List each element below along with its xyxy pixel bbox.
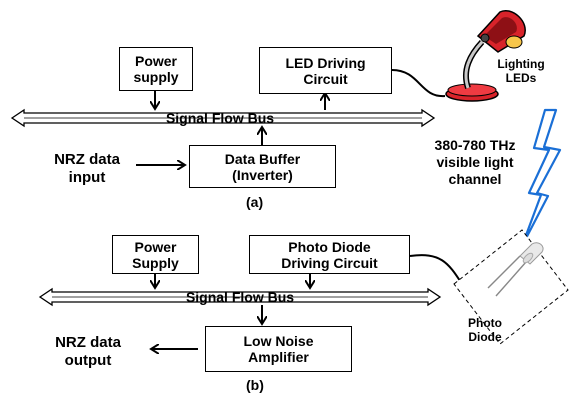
visible-light-channel-label: 380-780 THz visible light channel [434,137,516,187]
caption-b: (b) [246,377,264,393]
signal-flow-bus-b [38,287,442,307]
data-buffer-box: Data Buffer (Inverter) [189,145,336,188]
nrz-data-input-label: NRZ data input [54,151,120,186]
data-buffer-label: Data Buffer (Inverter) [224,150,301,183]
wire-led-driver-to-lamp [391,69,446,98]
lighting-leds-label: Lighting LEDs [497,57,545,85]
caption-a: (a) [246,194,264,210]
desk-lamp-icon [445,9,526,102]
power-supply-box-a: Power supply [119,47,193,91]
led-driving-circuit-box: LED Driving Circuit [259,47,392,94]
signal-flow-bus-a [10,108,436,128]
nrz-data-output-label: NRZ data output [55,334,121,369]
led-driving-circuit-label: LED Driving Circuit [285,54,366,87]
lightning-bolt-icon [520,108,562,248]
low-noise-amplifier-label: Low Noise Amplifier [243,333,314,365]
photo-diode-label: Photo Diode [468,316,502,344]
power-supply-label-b: Power Supply [132,238,179,271]
wire-pd-driver-to-photodiode [409,254,463,285]
power-supply-label-a: Power supply [133,53,179,85]
photodiode-icon [453,229,569,345]
signal-flow-bus-label-a: Signal Flow Bus [165,110,275,126]
low-noise-amplifier-box: Low Noise Amplifier [205,326,352,372]
signal-flow-bus-label-b: Signal Flow Bus [185,289,295,305]
power-supply-box-b: Power Supply [112,235,199,274]
photo-diode-driving-circuit-box: Photo Diode Driving Circuit [249,235,410,274]
photo-diode-driving-circuit-label: Photo Diode Driving Circuit [281,238,378,271]
